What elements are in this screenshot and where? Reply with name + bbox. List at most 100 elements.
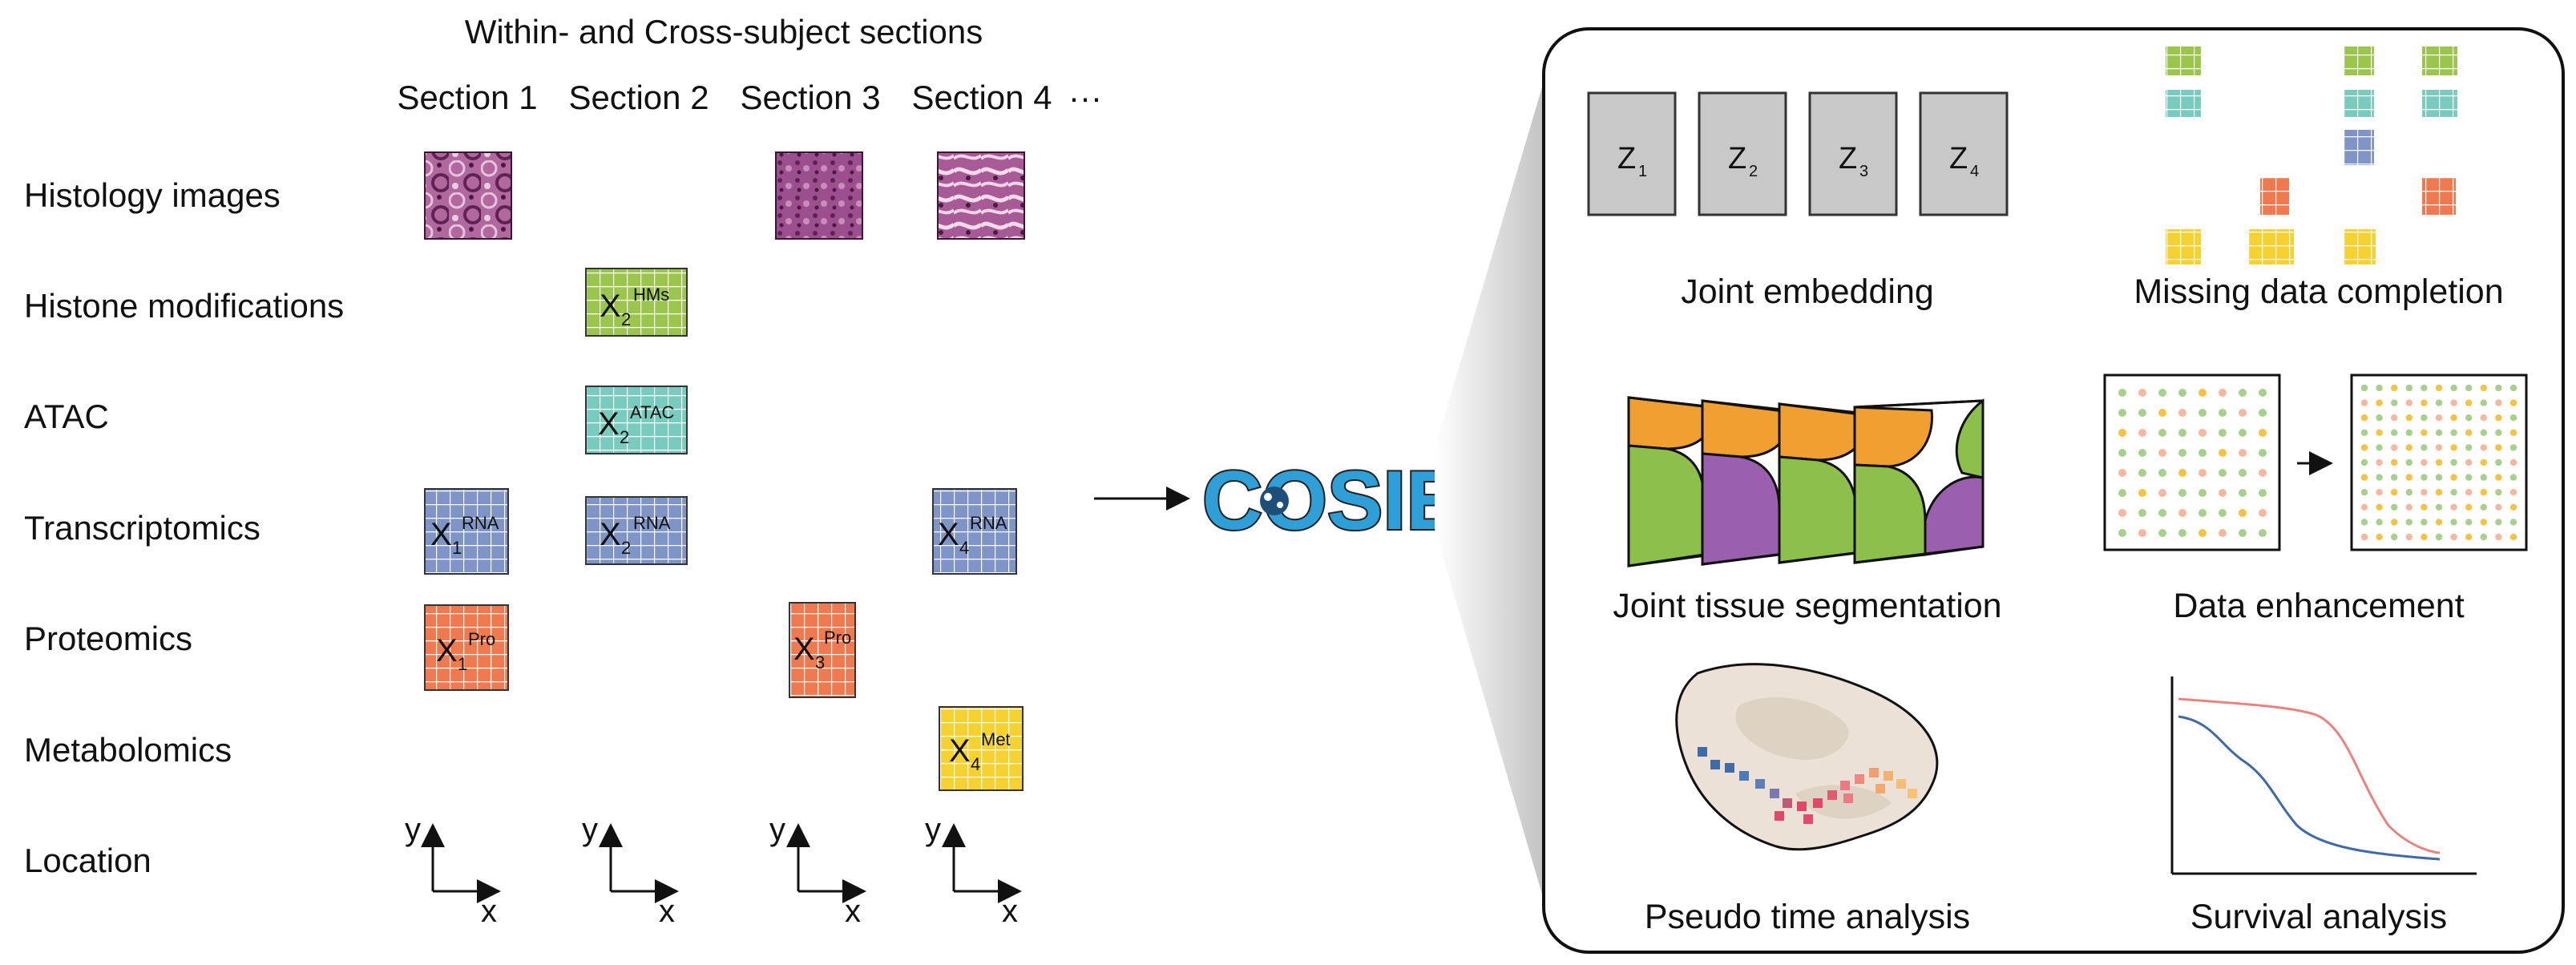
dense-dot: [2405, 414, 2412, 422]
rna-matrix-s1: X 1 RNA: [424, 488, 509, 575]
matrix-superscript: Pro: [468, 629, 495, 649]
sparse-dot: [2259, 449, 2267, 457]
seg-slice-2: [1701, 399, 1803, 566]
dense-dot: [2480, 503, 2487, 511]
dense-dot: [2391, 489, 2398, 496]
matrix-symbol: X: [600, 517, 621, 552]
sparse-dot: [2178, 509, 2186, 517]
dense-dot: [2509, 444, 2517, 451]
dense-dot: [2376, 533, 2383, 541]
pseudotime-spot: [1803, 814, 1813, 824]
embedding-symbol: Z: [1728, 142, 1746, 176]
dense-dot: [2480, 414, 2487, 422]
dense-dot: [2435, 519, 2443, 526]
matrix-superscript: Met: [981, 729, 1011, 749]
sparse-dot: [2138, 409, 2146, 417]
sparse-dot: [2239, 509, 2247, 517]
panel-label-survival: Survival analysis: [2190, 898, 2447, 936]
pseudotime-spot: [1783, 798, 1792, 808]
axis-x-label: x: [481, 894, 497, 929]
sparse-dot: [2178, 429, 2186, 437]
sparse-dot: [2158, 449, 2166, 457]
sparse-dot: [2138, 429, 2146, 437]
sparse-dot: [2138, 389, 2146, 397]
pseudotime-spot: [1739, 771, 1749, 781]
dense-dot: [2480, 458, 2487, 466]
sparse-dot: [2239, 389, 2247, 397]
dense-dot: [2480, 474, 2487, 481]
sparse-dot: [2239, 429, 2247, 437]
row-label-metabolomics: Metabolomics: [24, 731, 232, 769]
dense-dot: [2495, 503, 2502, 511]
dense-dot: [2480, 444, 2487, 451]
missing-data-panel: Missing data completion: [2134, 46, 2504, 311]
pseudotime-spot: [1843, 793, 1853, 803]
axis-y-label: y: [925, 812, 941, 847]
dense-dot: [2435, 489, 2443, 496]
matrix-superscript: RNA: [462, 513, 499, 533]
sparse-dot: [2178, 389, 2186, 397]
dense-dot: [2480, 489, 2487, 496]
panel-label-missing-data: Missing data completion: [2134, 273, 2503, 311]
dense-dot: [2450, 384, 2457, 392]
sparse-dot: [2198, 529, 2207, 537]
histology-images: [424, 151, 1025, 240]
sparse-dot: [2198, 409, 2207, 417]
hms-matrix-s2: X 2 HMs: [585, 268, 688, 337]
dense-dot: [2509, 429, 2517, 436]
sparse-dot: [2138, 469, 2146, 477]
dense-dot: [2509, 533, 2517, 541]
matrix-superscript: RNA: [970, 513, 1007, 533]
survival-panel: Survival analysis: [2170, 676, 2477, 936]
dense-dot: [2405, 503, 2412, 511]
dense-dot: [2435, 474, 2443, 481]
row-label-proteomics: Proteomics: [24, 620, 192, 657]
sparse-dot: [2219, 469, 2227, 477]
sparse-dot: [2118, 409, 2126, 417]
embedding-box-3: [1808, 91, 1898, 216]
row-label-atac: ATAC: [24, 398, 109, 435]
dense-dot: [2405, 489, 2412, 496]
sparse-dot: [2239, 529, 2247, 537]
dense-dot: [2391, 458, 2398, 466]
section-3-header: Section 3: [740, 79, 880, 116]
section-headers: Section 1 Section 2 Section 3 Section 4 …: [397, 79, 1102, 116]
histology-tile-section-1: [424, 151, 512, 240]
dense-dot: [2480, 399, 2487, 406]
sparse-dot: [2198, 429, 2207, 437]
axis-y-label: y: [769, 812, 785, 847]
location-axis-s3: y x: [769, 812, 866, 929]
joint-embedding-panel: Z 1 Z 2 Z 3 Z 4 Joint embedding: [1587, 91, 2009, 311]
pseudotime-spot: [1875, 784, 1885, 793]
sparse-grid-box: [2103, 373, 2281, 551]
dense-dot: [2509, 414, 2517, 422]
sparse-dot: [2138, 529, 2146, 537]
dense-dot: [2465, 458, 2473, 466]
matrix-symbol: X: [600, 289, 621, 324]
rna-matrix-s4: X 4 RNA: [932, 488, 1017, 575]
sparse-dot: [2219, 449, 2227, 457]
matrix-subscript: 1: [452, 538, 462, 558]
dense-dot: [2480, 384, 2487, 392]
pseudotime-spot: [1884, 771, 1893, 781]
dense-dot: [2391, 384, 2398, 392]
pseudotime-spot: [1725, 763, 1734, 773]
dense-dot: [2360, 384, 2368, 392]
matrix-subscript: 2: [620, 427, 629, 447]
dense-dot: [2360, 519, 2368, 526]
sparse-dot: [2118, 489, 2126, 497]
seg-slice-3: [1778, 402, 1880, 564]
dense-dot: [2405, 474, 2412, 481]
pseudotime-spot: [1775, 811, 1784, 821]
sparse-dot: [2118, 509, 2126, 517]
sparse-dot: [2158, 469, 2166, 477]
sparse-dot: [2259, 469, 2267, 477]
matrix-subscript: 4: [971, 754, 980, 774]
figure-title: Within- and Cross-subject sections: [465, 13, 983, 50]
dense-dot: [2495, 384, 2502, 392]
dense-dot: [2405, 519, 2412, 526]
sparse-dot: [2118, 389, 2126, 397]
sparse-dot: [2219, 409, 2227, 417]
dense-dot: [2509, 384, 2517, 392]
dense-dot: [2465, 519, 2473, 526]
